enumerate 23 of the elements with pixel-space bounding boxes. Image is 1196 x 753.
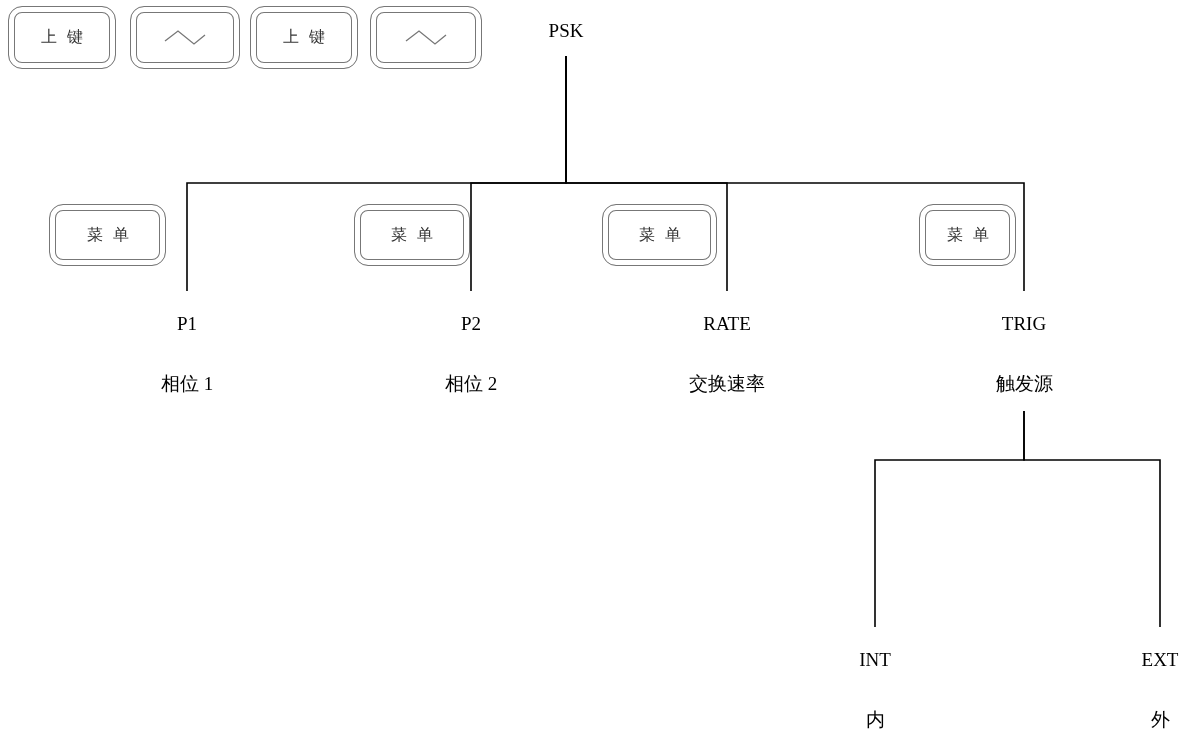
menu-item-description: 触发源 [995,373,1053,395]
menu-item-label: PSK [548,20,584,42]
key-button: 菜单 [602,204,717,266]
menu-item-description: 交换速率 [689,373,765,395]
menu-item-description: 外 [1150,709,1170,731]
menu-item-description: 相位 2 [444,373,498,395]
key-button: 上键 [8,6,116,69]
menu-item-label: EXT [1141,649,1179,671]
key-button: 上键 [250,6,358,69]
key-button: 菜单 [49,204,166,266]
menu-item-label: RATE [703,313,751,335]
key-button [130,6,240,69]
menu-item-label: TRIG [1001,313,1047,335]
key-button: 菜单 [354,204,470,266]
menu-item-description: 相位 1 [160,373,214,395]
menu-item-label: P2 [460,313,482,335]
menu-item-label: P1 [176,313,198,335]
connector-line [565,55,1025,292]
menu-item-description: 内 [865,709,885,731]
menu-item-label: INT [859,649,891,671]
key-button: 菜单 [919,204,1016,266]
connector-line [1023,410,1161,628]
key-button [370,6,482,69]
